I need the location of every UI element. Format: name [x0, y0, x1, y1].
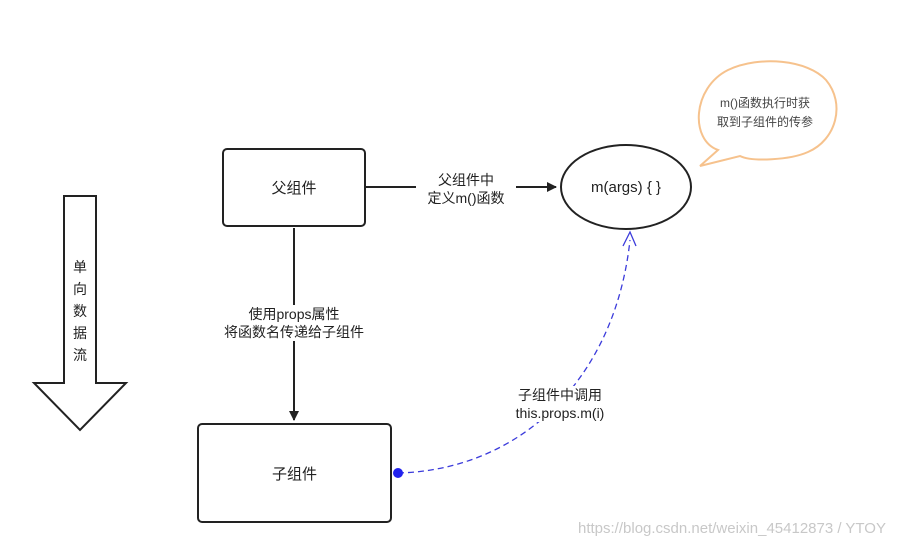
- data-flow-arrow: [31, 195, 129, 432]
- edge-label-child-to-func: 子组件中调用 this.props.m(i): [500, 386, 620, 422]
- edge-label-parent-to-func: 父组件中 定义m()函数: [416, 171, 516, 207]
- parent-component-node: 父组件: [222, 148, 366, 227]
- edge-start-dot: [393, 468, 403, 478]
- func-node-label: m(args) { }: [590, 178, 662, 196]
- edge-child-to-func: [397, 239, 631, 474]
- data-flow-label: 单向数据流: [73, 259, 87, 363]
- bubble-text: m()函数执行时获 取到子组件的传参: [716, 96, 813, 129]
- thought-bubble: [697, 60, 838, 167]
- parent-node-label: 父组件: [271, 180, 317, 197]
- edge-label-parent-to-child: 使用props属性 将函数名传递给子组件: [208, 305, 380, 341]
- func-ellipse: [560, 144, 692, 230]
- watermark: https://blog.csdn.net/weixin_45412873 / …: [578, 520, 886, 537]
- child-component-node: 子组件: [197, 423, 392, 523]
- child-node-label: 子组件: [271, 465, 317, 483]
